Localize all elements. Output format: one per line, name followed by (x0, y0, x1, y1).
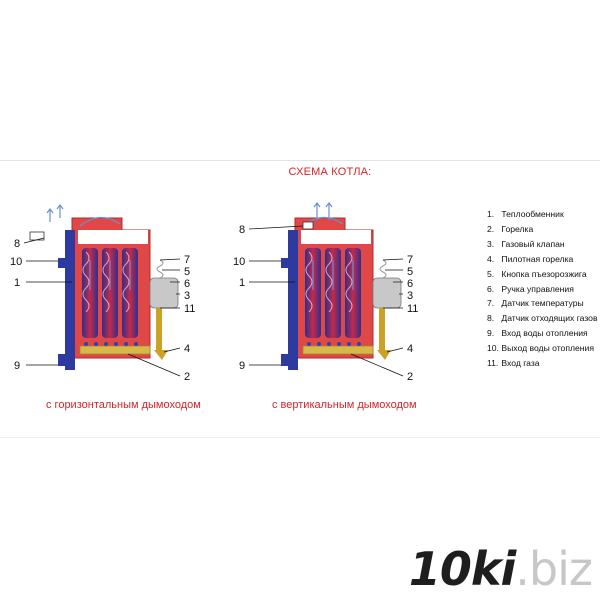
callout-2: 2 (184, 371, 190, 383)
boiler-diagram-vertical: 8 10 1 9 7 5 6 3 11 4 2 (233, 190, 463, 420)
callout-5: 5 (407, 266, 413, 278)
callout-11: 11 (184, 303, 195, 315)
legend-number: 6. (487, 283, 495, 294)
boiler-schematic-vertical: 8 10 1 9 7 5 6 3 11 4 2 (233, 202, 418, 383)
gas-valve (372, 277, 402, 309)
parts-legend: 1. Теплообменник 2. Горелка 3. Газовый к… (487, 207, 598, 371)
legend-number: 3. (487, 238, 495, 249)
caption-vertical: с вертикальным дымоходом (272, 399, 417, 411)
legend-text: Вход воды отопления (501, 328, 588, 339)
pilot-burner (154, 350, 168, 360)
callout-leaders (23, 237, 181, 377)
inlet-stub (281, 354, 297, 366)
pilot-burner (377, 350, 391, 360)
callout-4: 4 (184, 343, 190, 355)
legend-number: 2. (487, 223, 495, 234)
boiler-diagram-horizontal: 8 10 1 9 7 5 6 3 11 4 2 (10, 190, 240, 420)
callout-leaders (248, 225, 404, 377)
callout-7: 7 (407, 254, 413, 266)
callout-1: 1 (239, 277, 245, 289)
legend-item: 9. Вход воды отопления (487, 326, 598, 341)
legend-number: 5. (487, 268, 495, 279)
callout-11: 11 (407, 303, 418, 315)
legend-text: Вход газа (501, 358, 540, 369)
legend-item: 5. Кнопка пъезорозжига (487, 267, 598, 282)
burner-flames (84, 342, 138, 346)
legend-item: 2. Горелка (487, 222, 598, 237)
legend-item: 11. Вход газа (487, 356, 598, 371)
callout-3: 3 (407, 290, 413, 302)
legend-item: 10. Выход воды отопления (487, 341, 598, 356)
legend-text: Ручка управления (501, 283, 574, 294)
callout-9: 9 (239, 360, 245, 372)
outlet-stub (281, 258, 297, 268)
boiler-schematic-horizontal: 8 10 1 9 7 5 6 3 11 4 2 (10, 204, 195, 383)
legend-item: 4. Пилотная горелка (487, 252, 598, 267)
legend-text: Газовый клапан (501, 238, 565, 249)
burner (79, 345, 151, 355)
callout-4: 4 (407, 343, 413, 355)
left-wall (65, 230, 75, 370)
legend-number: 1. (487, 209, 495, 219)
watermark-main: 10ki (408, 542, 516, 596)
callout-6: 6 (184, 278, 190, 290)
legend-item: 6. Ручка управления (487, 282, 598, 297)
legend-text: Выход воды отопления (501, 343, 594, 354)
legend-text: Пилотная горелка (501, 253, 574, 264)
left-wall (288, 230, 298, 370)
callout-1: 1 (14, 277, 20, 289)
burner (302, 345, 374, 355)
callout-10: 10 (233, 256, 245, 268)
temperature-sensor (156, 259, 164, 279)
top-divider (0, 160, 600, 161)
diagram-title: СХЕМА КОТЛА: (288, 166, 372, 178)
caption-horizontal: с горизонтальным дымоходом (46, 399, 201, 411)
legend-text: Датчик температуры (501, 298, 584, 309)
flue-chamber (301, 230, 371, 244)
gas-valve (149, 277, 179, 309)
legend-item: 1. Теплообменник (487, 207, 598, 222)
heat-exchanger (305, 248, 361, 338)
legend-item: 8. Датчик отходящих газов (487, 311, 598, 326)
callout-8: 8 (239, 224, 245, 236)
gas-pipe (379, 308, 385, 352)
callout-7: 7 (184, 254, 190, 266)
legend-number: 11. (487, 358, 499, 369)
legend-number: 8. (487, 313, 495, 324)
legend-number: 7. (487, 298, 495, 309)
watermark-logo: 10ki.biz (408, 542, 593, 596)
flue-chamber (78, 230, 148, 244)
temperature-sensor (379, 259, 387, 279)
gas-pipe (156, 308, 162, 352)
watermark-tld: .biz (515, 542, 593, 596)
callout-6: 6 (407, 278, 413, 290)
outlet-stub (58, 258, 74, 268)
burner-flames (307, 342, 361, 346)
legend-text: Кнопка пъезорозжига (501, 268, 587, 279)
callout-8: 8 (14, 238, 20, 250)
inlet-stub (58, 354, 74, 366)
callout-5: 5 (184, 266, 190, 278)
heat-exchanger (82, 248, 138, 338)
legend-item: 7. Датчик температуры (487, 296, 598, 311)
callout-9: 9 (14, 360, 20, 372)
legend-item: 3. Газовый клапан (487, 237, 598, 252)
legend-number: 4. (487, 253, 495, 264)
legend-number: 10. (487, 343, 499, 354)
callout-3: 3 (184, 290, 190, 302)
callout-10: 10 (10, 256, 22, 268)
callout-2: 2 (407, 371, 413, 383)
legend-text: Теплообменник (501, 209, 564, 219)
legend-text: Горелка (501, 223, 534, 234)
flue-sensor (302, 221, 314, 230)
legend-text: Датчик отходящих газов (501, 313, 598, 324)
flue-gas-arrows (46, 204, 131, 290)
legend-number: 9. (487, 328, 495, 339)
bottom-divider (0, 437, 600, 438)
